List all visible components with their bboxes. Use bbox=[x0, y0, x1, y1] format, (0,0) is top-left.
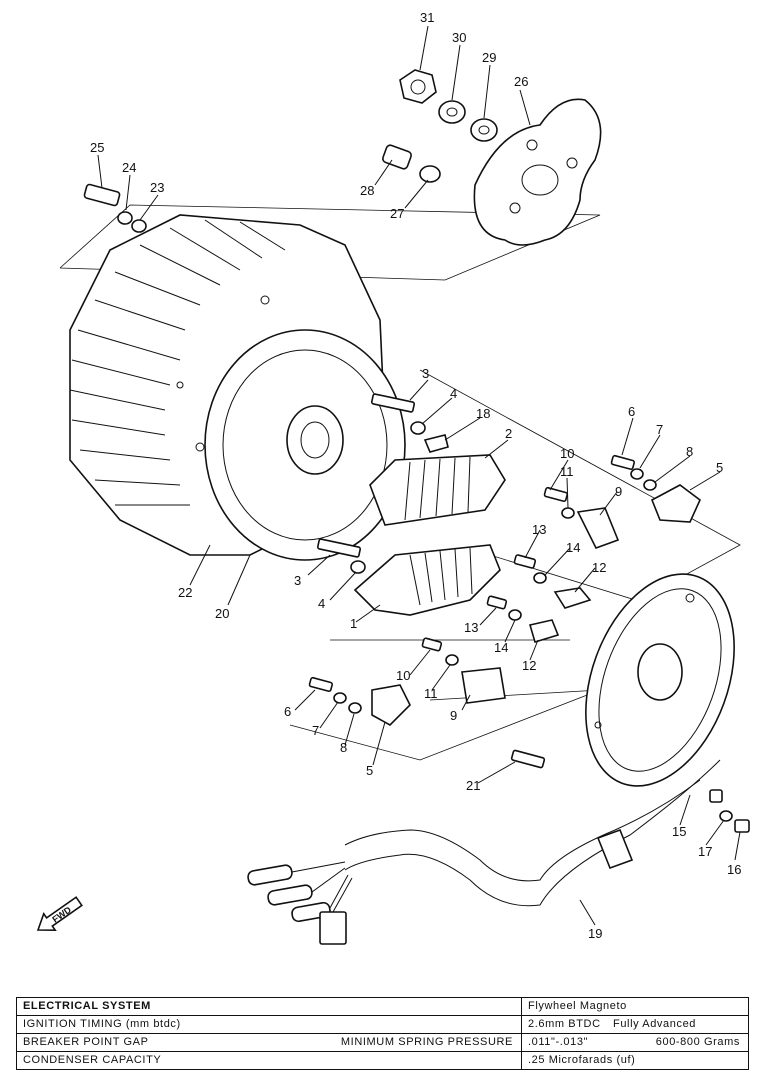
ignition-coil-lower bbox=[353, 544, 501, 616]
callout-7-lower: 7 bbox=[312, 723, 319, 738]
callout-2: 2 bbox=[505, 426, 512, 441]
spec-title-value: Flywheel Magneto bbox=[521, 997, 749, 1016]
callout-5-lower: 5 bbox=[366, 763, 373, 778]
callout-8-upper: 8 bbox=[686, 444, 693, 459]
top-fasteners bbox=[83, 69, 498, 233]
callout-26: 26 bbox=[514, 74, 528, 89]
callout-27: 27 bbox=[390, 206, 404, 221]
callout-20: 20 bbox=[215, 606, 229, 621]
coil-screws bbox=[316, 393, 449, 574]
condenser-capacity-label: CONDENSER CAPACITY bbox=[23, 1054, 162, 1066]
callout-3-upper: 3 bbox=[422, 366, 429, 381]
callout-5-upper: 5 bbox=[716, 460, 723, 475]
callout-6-upper: 6 bbox=[628, 404, 635, 419]
callout-12-upper: 12 bbox=[592, 560, 606, 575]
ignition-coil-upper bbox=[369, 454, 506, 526]
callout-16: 16 bbox=[727, 862, 741, 877]
callout-11-upper: 11 bbox=[560, 464, 574, 479]
spec-title: ELECTRICAL SYSTEM bbox=[16, 997, 522, 1016]
flywheel-rotor bbox=[69, 214, 406, 561]
callout-15: 15 bbox=[672, 824, 686, 839]
callout-4-upper: 4 bbox=[450, 386, 457, 401]
spec-row-breaker-point-gap: BREAKER POINT GAP MINIMUM SPRING PRESSURE… bbox=[16, 1033, 749, 1052]
callout-28: 28 bbox=[360, 183, 374, 198]
breaker-point-gap-label: BREAKER POINT GAP bbox=[23, 1036, 149, 1048]
callout-25: 25 bbox=[90, 140, 104, 155]
breaker-parts-lower bbox=[308, 595, 560, 769]
forward-arrow-icon: FWD bbox=[36, 896, 83, 931]
callout-12-lower: 12 bbox=[522, 658, 536, 673]
callouts: 31 30 29 26 25 24 23 28 27 3 4 18 2 10 1… bbox=[90, 10, 741, 941]
callout-6-lower: 6 bbox=[284, 704, 291, 719]
stator-base-plate bbox=[585, 573, 735, 787]
ignition-timing-extra: Fully Advanced bbox=[613, 1018, 696, 1030]
callout-11-lower: 11 bbox=[424, 686, 438, 701]
callout-19: 19 bbox=[588, 926, 602, 941]
spec-row-ignition-timing: IGNITION TIMING (mm btdc) 2.6mm BTDC Full… bbox=[16, 1015, 749, 1034]
callout-3-lower: 3 bbox=[294, 573, 301, 588]
spring-pressure-value: 600-800 Grams bbox=[655, 1036, 740, 1048]
callout-22: 22 bbox=[178, 585, 192, 600]
gasket-plate bbox=[473, 98, 602, 246]
breaker-point-gap-value: .011"-.013" bbox=[528, 1036, 589, 1048]
callout-17: 17 bbox=[698, 844, 712, 859]
exploded-parts-diagram: 31 30 29 26 25 24 23 28 27 3 4 18 2 10 1… bbox=[36, 10, 750, 945]
callout-4-lower: 4 bbox=[318, 596, 325, 611]
callout-14-upper: 14 bbox=[566, 540, 580, 555]
callout-9-upper: 9 bbox=[615, 484, 622, 499]
callout-30: 30 bbox=[452, 30, 466, 45]
callout-21: 21 bbox=[466, 778, 480, 793]
callout-13-lower: 13 bbox=[464, 620, 478, 635]
callout-29: 29 bbox=[482, 50, 496, 65]
callout-23: 23 bbox=[150, 180, 164, 195]
ignition-timing-label: IGNITION TIMING (mm btdc) bbox=[23, 1018, 181, 1030]
callout-10-lower: 10 bbox=[396, 668, 410, 683]
callout-14-lower: 14 bbox=[494, 640, 508, 655]
callout-18: 18 bbox=[476, 406, 490, 421]
callout-13-upper: 13 bbox=[532, 522, 546, 537]
min-spring-pressure-label: MINIMUM SPRING PRESSURE bbox=[340, 1036, 513, 1048]
ignition-timing-value: 2.6mm BTDC bbox=[528, 1018, 601, 1030]
callout-1: 1 bbox=[350, 616, 357, 631]
callout-24: 24 bbox=[122, 160, 136, 175]
callout-10-upper: 10 bbox=[560, 446, 574, 461]
callout-7-upper: 7 bbox=[656, 422, 663, 437]
callout-9-lower: 9 bbox=[450, 708, 457, 723]
condenser-capacity-value: .25 Microfarads (uf) bbox=[528, 1054, 636, 1066]
spec-title-row: ELECTRICAL SYSTEM Flywheel Magneto bbox=[16, 997, 749, 1016]
electrical-system-spec-table: ELECTRICAL SYSTEM Flywheel Magneto IGNIT… bbox=[16, 997, 749, 1070]
callout-8-lower: 8 bbox=[340, 740, 347, 755]
spec-row-condenser-capacity: CONDENSER CAPACITY .25 Microfarads (uf) bbox=[16, 1051, 749, 1070]
callout-31: 31 bbox=[420, 10, 434, 25]
wire-harness bbox=[247, 759, 750, 945]
